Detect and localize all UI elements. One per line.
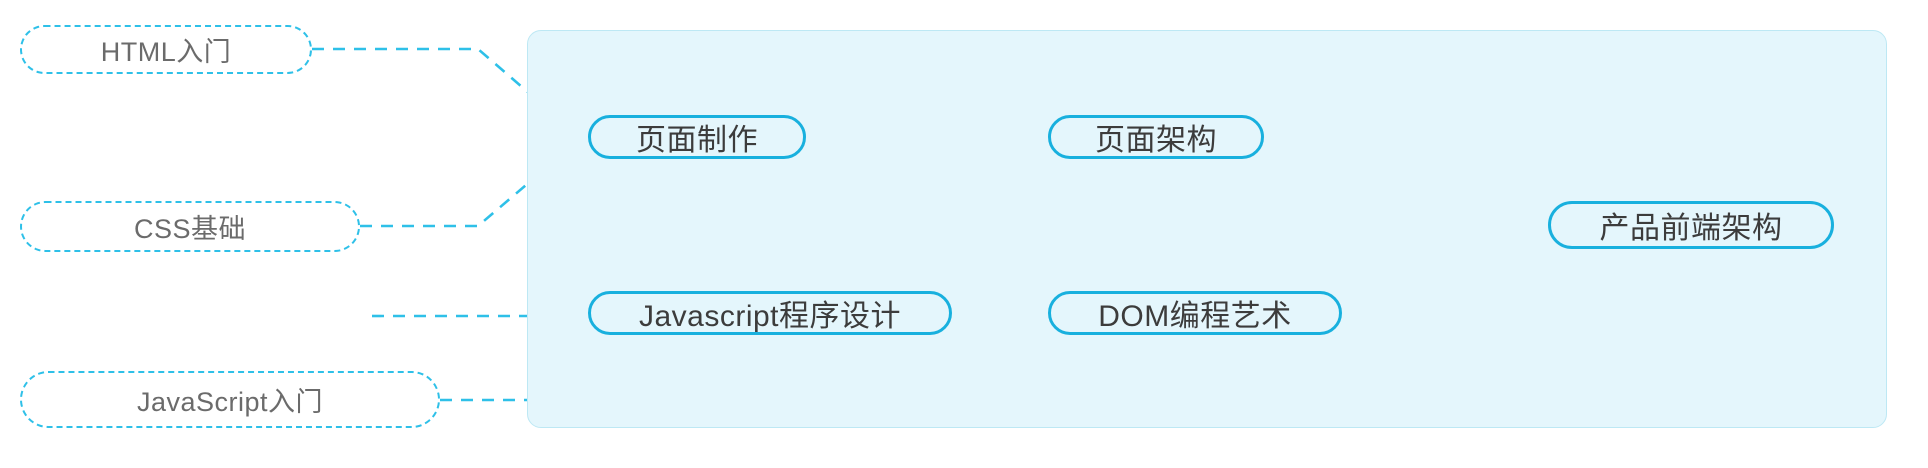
node-product-frontend-architecture[interactable]: 产品前端架构 — [1548, 201, 1834, 249]
node-page-architecture[interactable]: 页面架构 — [1048, 115, 1264, 159]
node-javascript-intro[interactable]: JavaScript入门 — [20, 371, 440, 428]
node-page-production[interactable]: 页面制作 — [588, 115, 806, 159]
node-page-production-label: 页面制作 — [636, 124, 758, 157]
node-css-basics[interactable]: CSS基础 — [20, 201, 360, 252]
node-product-frontend-architecture-label: 产品前端架构 — [1599, 212, 1783, 245]
node-page-architecture-label: 页面架构 — [1095, 124, 1217, 157]
node-dom-programming-art-label: DOM编程艺术 — [1098, 300, 1292, 333]
node-css-basics-label: CSS基础 — [133, 214, 247, 244]
node-html-intro[interactable]: HTML入门 — [20, 25, 312, 74]
node-javascript-programming-label: Javascript程序设计 — [638, 300, 902, 333]
node-dom-programming-art[interactable]: DOM编程艺术 — [1048, 291, 1342, 335]
node-javascript-programming[interactable]: Javascript程序设计 — [588, 291, 952, 335]
node-javascript-intro-label: JavaScript入门 — [136, 387, 324, 417]
node-html-intro-label: HTML入门 — [100, 37, 232, 67]
